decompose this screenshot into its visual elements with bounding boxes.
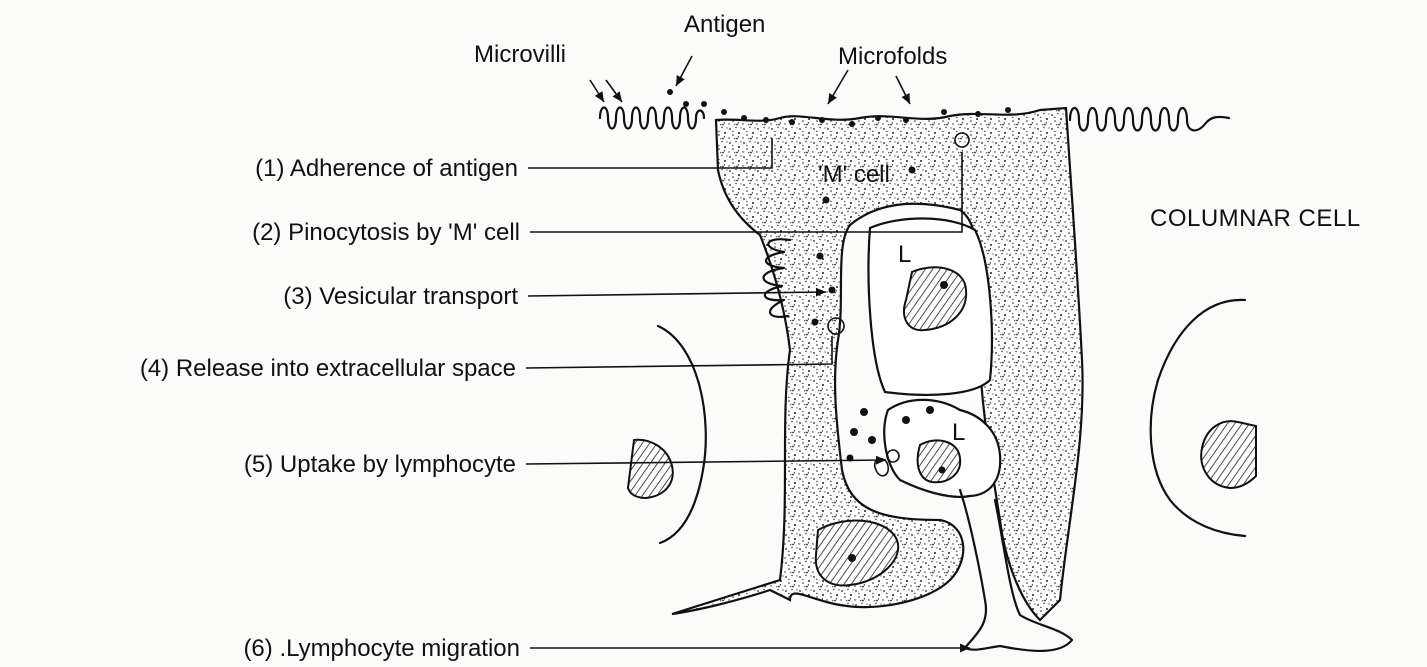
microvilli-right: [1070, 108, 1229, 131]
right-columnar-cell-outline: [1151, 300, 1245, 536]
m-cell-label: 'M' cell: [818, 161, 890, 188]
lymphocyte-upper-nucleolus: [940, 281, 948, 289]
step-1-label: (1) Adherence of antigen: [255, 155, 518, 182]
lymphocyte-upper-label: L: [898, 241, 911, 268]
microvilli-left: [600, 108, 704, 129]
step-6-label: (6) .Lymphocyte migration: [243, 635, 520, 662]
step-4-label: (4) Release into extracellular space: [140, 355, 516, 382]
step-3-label: (3) Vesicular transport: [283, 283, 518, 310]
left-columnar-cell-outline: [658, 326, 706, 543]
step-2-label: (2) Pinocytosis by 'M' cell: [252, 219, 520, 246]
left-columnar-nucleus: [628, 440, 673, 498]
microfolds-arrow-1: [828, 70, 848, 104]
antigen-label: Antigen: [684, 11, 765, 38]
microfolds-label: Microfolds: [838, 43, 947, 70]
step-5-label: (5) Uptake by lymphocyte: [244, 451, 516, 478]
antigen-arrow: [676, 56, 692, 86]
microfolds-arrow-2: [896, 76, 910, 104]
lymphocyte-lower-label: L: [952, 419, 965, 446]
release-pocket: [875, 459, 889, 476]
microvilli-label: Microvilli: [474, 41, 566, 68]
m-cell-nucleolus: [848, 554, 856, 562]
columnar-cell-label: COLUMNAR CELL: [1150, 205, 1361, 232]
lymphocyte-lower-nucleus: [918, 440, 961, 482]
microvilli-arrow-2: [606, 80, 622, 102]
right-columnar-nucleus: [1201, 421, 1256, 488]
microvilli-arrow-1: [590, 80, 604, 102]
lymphocyte-lower-nucleolus: [939, 467, 946, 474]
